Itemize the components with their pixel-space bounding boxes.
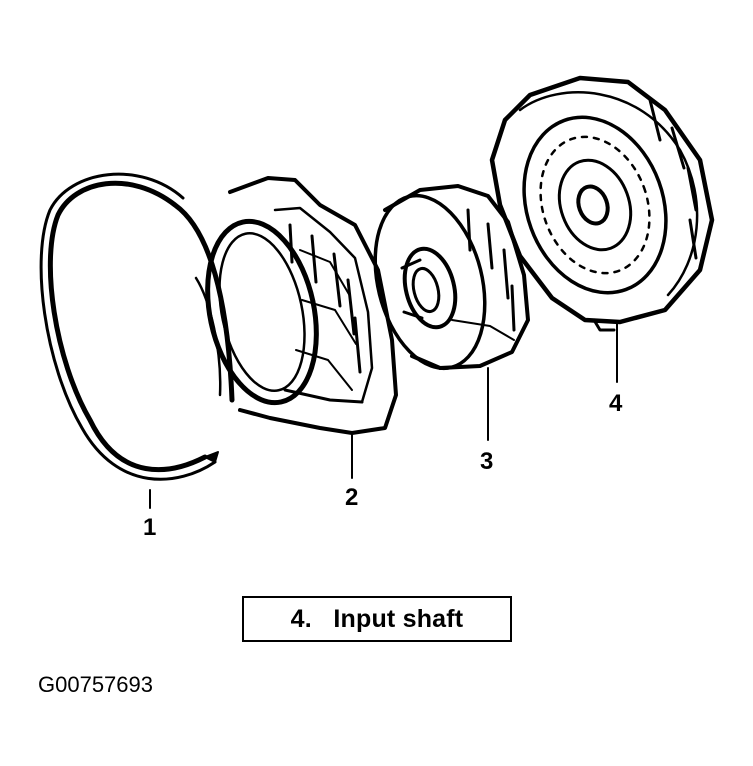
caption-box: 4. Input shaft [242, 596, 512, 642]
callout-1: 1 [143, 514, 157, 541]
callout-3: 3 [480, 448, 494, 475]
input-shaft-drum-part-4 [489, 75, 715, 332]
shaft-hub-part-3 [373, 184, 530, 371]
clutch-drum-part-2 [194, 176, 398, 435]
caption-text: 4. Input shaft [290, 604, 464, 633]
callout-2: 2 [345, 484, 359, 511]
leader-lines [149, 323, 618, 509]
figure-id: G00757693 [38, 672, 153, 697]
callout-4: 4 [609, 390, 623, 417]
snap-ring-part-1 [39, 172, 235, 481]
